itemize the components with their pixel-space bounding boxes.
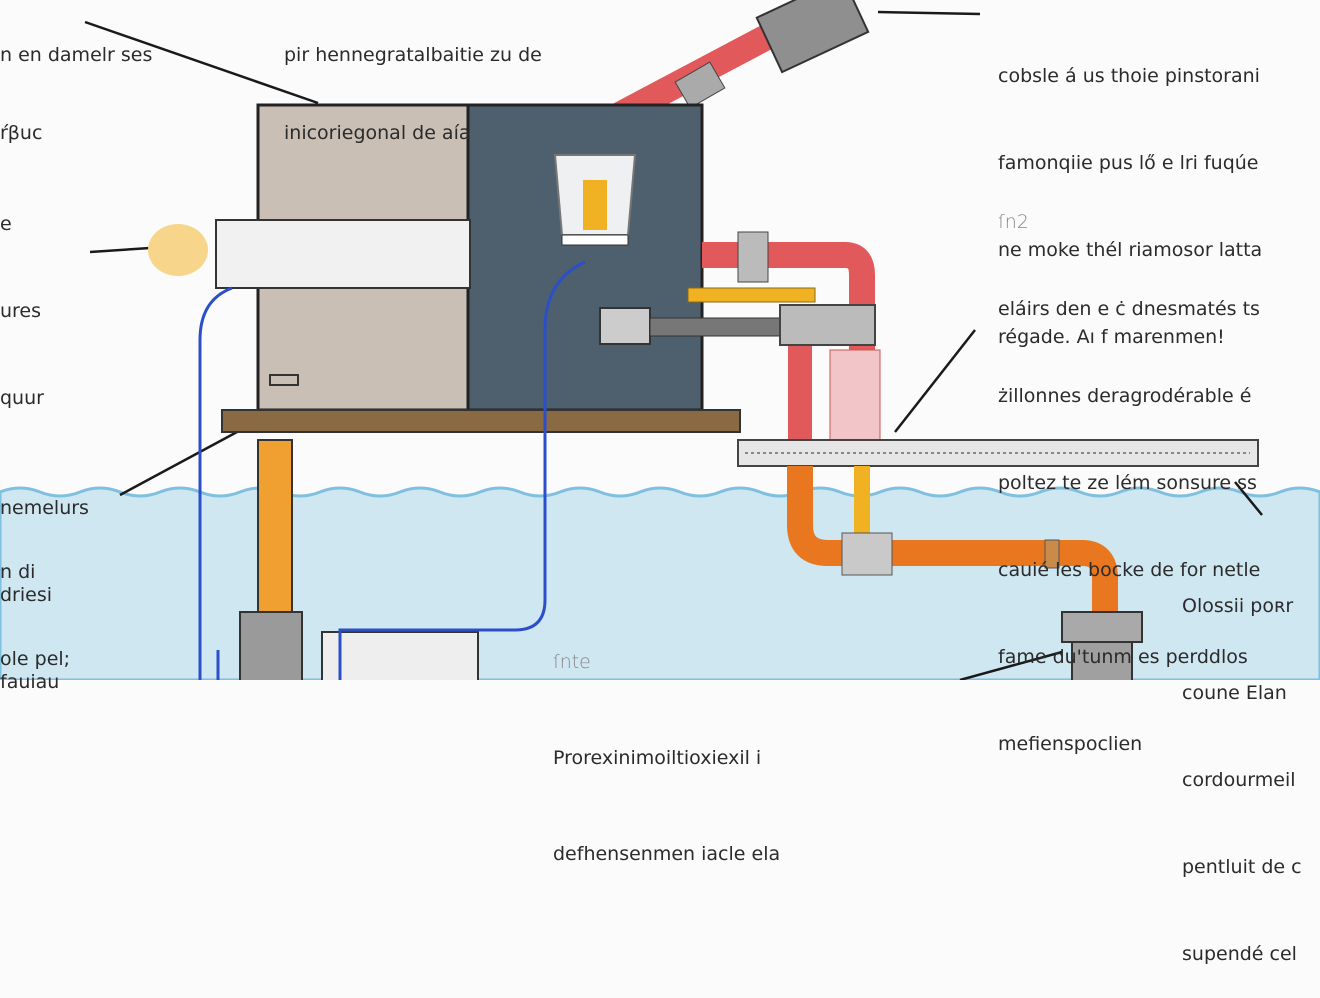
text-line: cauié les bocke de for netle	[998, 559, 1261, 581]
sump-cylinder	[1061, 611, 1143, 643]
pump-diagram	[0, 0, 1320, 680]
valve	[737, 231, 769, 283]
text-line: n en damelr ses	[0, 44, 153, 66]
orange-pipe	[787, 466, 1118, 612]
pink-housing	[829, 349, 881, 441]
text-line: ne moke thél riamosor latta	[998, 239, 1263, 261]
label-bottom-right: Olossii poʀr coune Elan cordourmeil pent…	[1182, 534, 1302, 998]
heading: ſn2	[998, 211, 1029, 233]
leader-lines	[84, 10, 1263, 680]
text-line: régade. Aı f marenmen!	[998, 326, 1225, 348]
text-line: cobsle á us thoie pinstorani	[998, 65, 1260, 87]
text-line: n di	[0, 561, 36, 583]
filter-icon	[148, 224, 208, 276]
fluid	[583, 180, 607, 230]
text-line: nemelurs	[0, 497, 89, 519]
coupling	[599, 307, 651, 345]
text-line: ole pel;	[0, 648, 71, 670]
text-line: pentluit de c	[1182, 856, 1302, 878]
pipe-flange	[841, 532, 893, 576]
text-line: poltez te ze lém sonsure ss	[998, 472, 1257, 494]
platform	[221, 409, 741, 433]
text-line: fauiau	[0, 671, 60, 693]
text-line: cordourmeil	[1182, 769, 1296, 791]
text-line: famonqiie pus lő e lri fuqúe	[998, 152, 1259, 174]
column-base	[239, 611, 303, 680]
valve-top	[674, 61, 726, 109]
text-line: ŕβuc	[0, 122, 43, 144]
text-line: driesi	[0, 584, 53, 606]
text-line: quur	[0, 387, 44, 409]
text-line: inicoriegonal de aía	[284, 122, 471, 144]
text-line: fame du'tunm es perddlos	[998, 646, 1248, 668]
text-line: ures	[0, 300, 42, 322]
text-line: coune Elan	[1182, 682, 1287, 704]
label-left-bottom: nemelurs driesi fauiau	[0, 436, 89, 726]
cup-base	[561, 234, 629, 246]
indicator	[269, 374, 299, 386]
label-left-mid: e ures quur n di ole pel;	[0, 152, 70, 703]
text-line: Prorexinimoiltioxiexil i	[553, 747, 762, 769]
outlet-box	[755, 0, 870, 74]
heading: ſnte	[553, 651, 591, 673]
support-column	[257, 439, 293, 613]
text-line: supendé cel	[1182, 943, 1297, 965]
yellow-bar	[687, 287, 816, 303]
wires	[198, 260, 586, 680]
red-pipe-right	[702, 242, 875, 440]
text-line: żillonnes deragrodérable é	[998, 385, 1252, 407]
label-top-center: pir hennegratalbaitie zu de inicoriegona…	[284, 0, 542, 172]
control-box	[321, 631, 479, 680]
label-top-left: n en damelr ses ŕβuc	[0, 0, 152, 172]
label-bottom-center: ſnte Prorexinimoiltioxiexil i defhensenm…	[553, 582, 780, 902]
text-line: defhensenmen iacle ela	[553, 843, 781, 865]
text-line: Olossii poʀr	[1182, 595, 1294, 617]
machine-slot	[215, 219, 471, 289]
text-line: e	[0, 213, 12, 235]
label-top-right: cobsle á us thoie pinstorani famonqiie p…	[998, 4, 1262, 381]
text-line: pir hennegratalbaitie zu de	[284, 44, 542, 66]
text-line: eláirs den e ċ dnesmatés ts	[998, 298, 1260, 320]
